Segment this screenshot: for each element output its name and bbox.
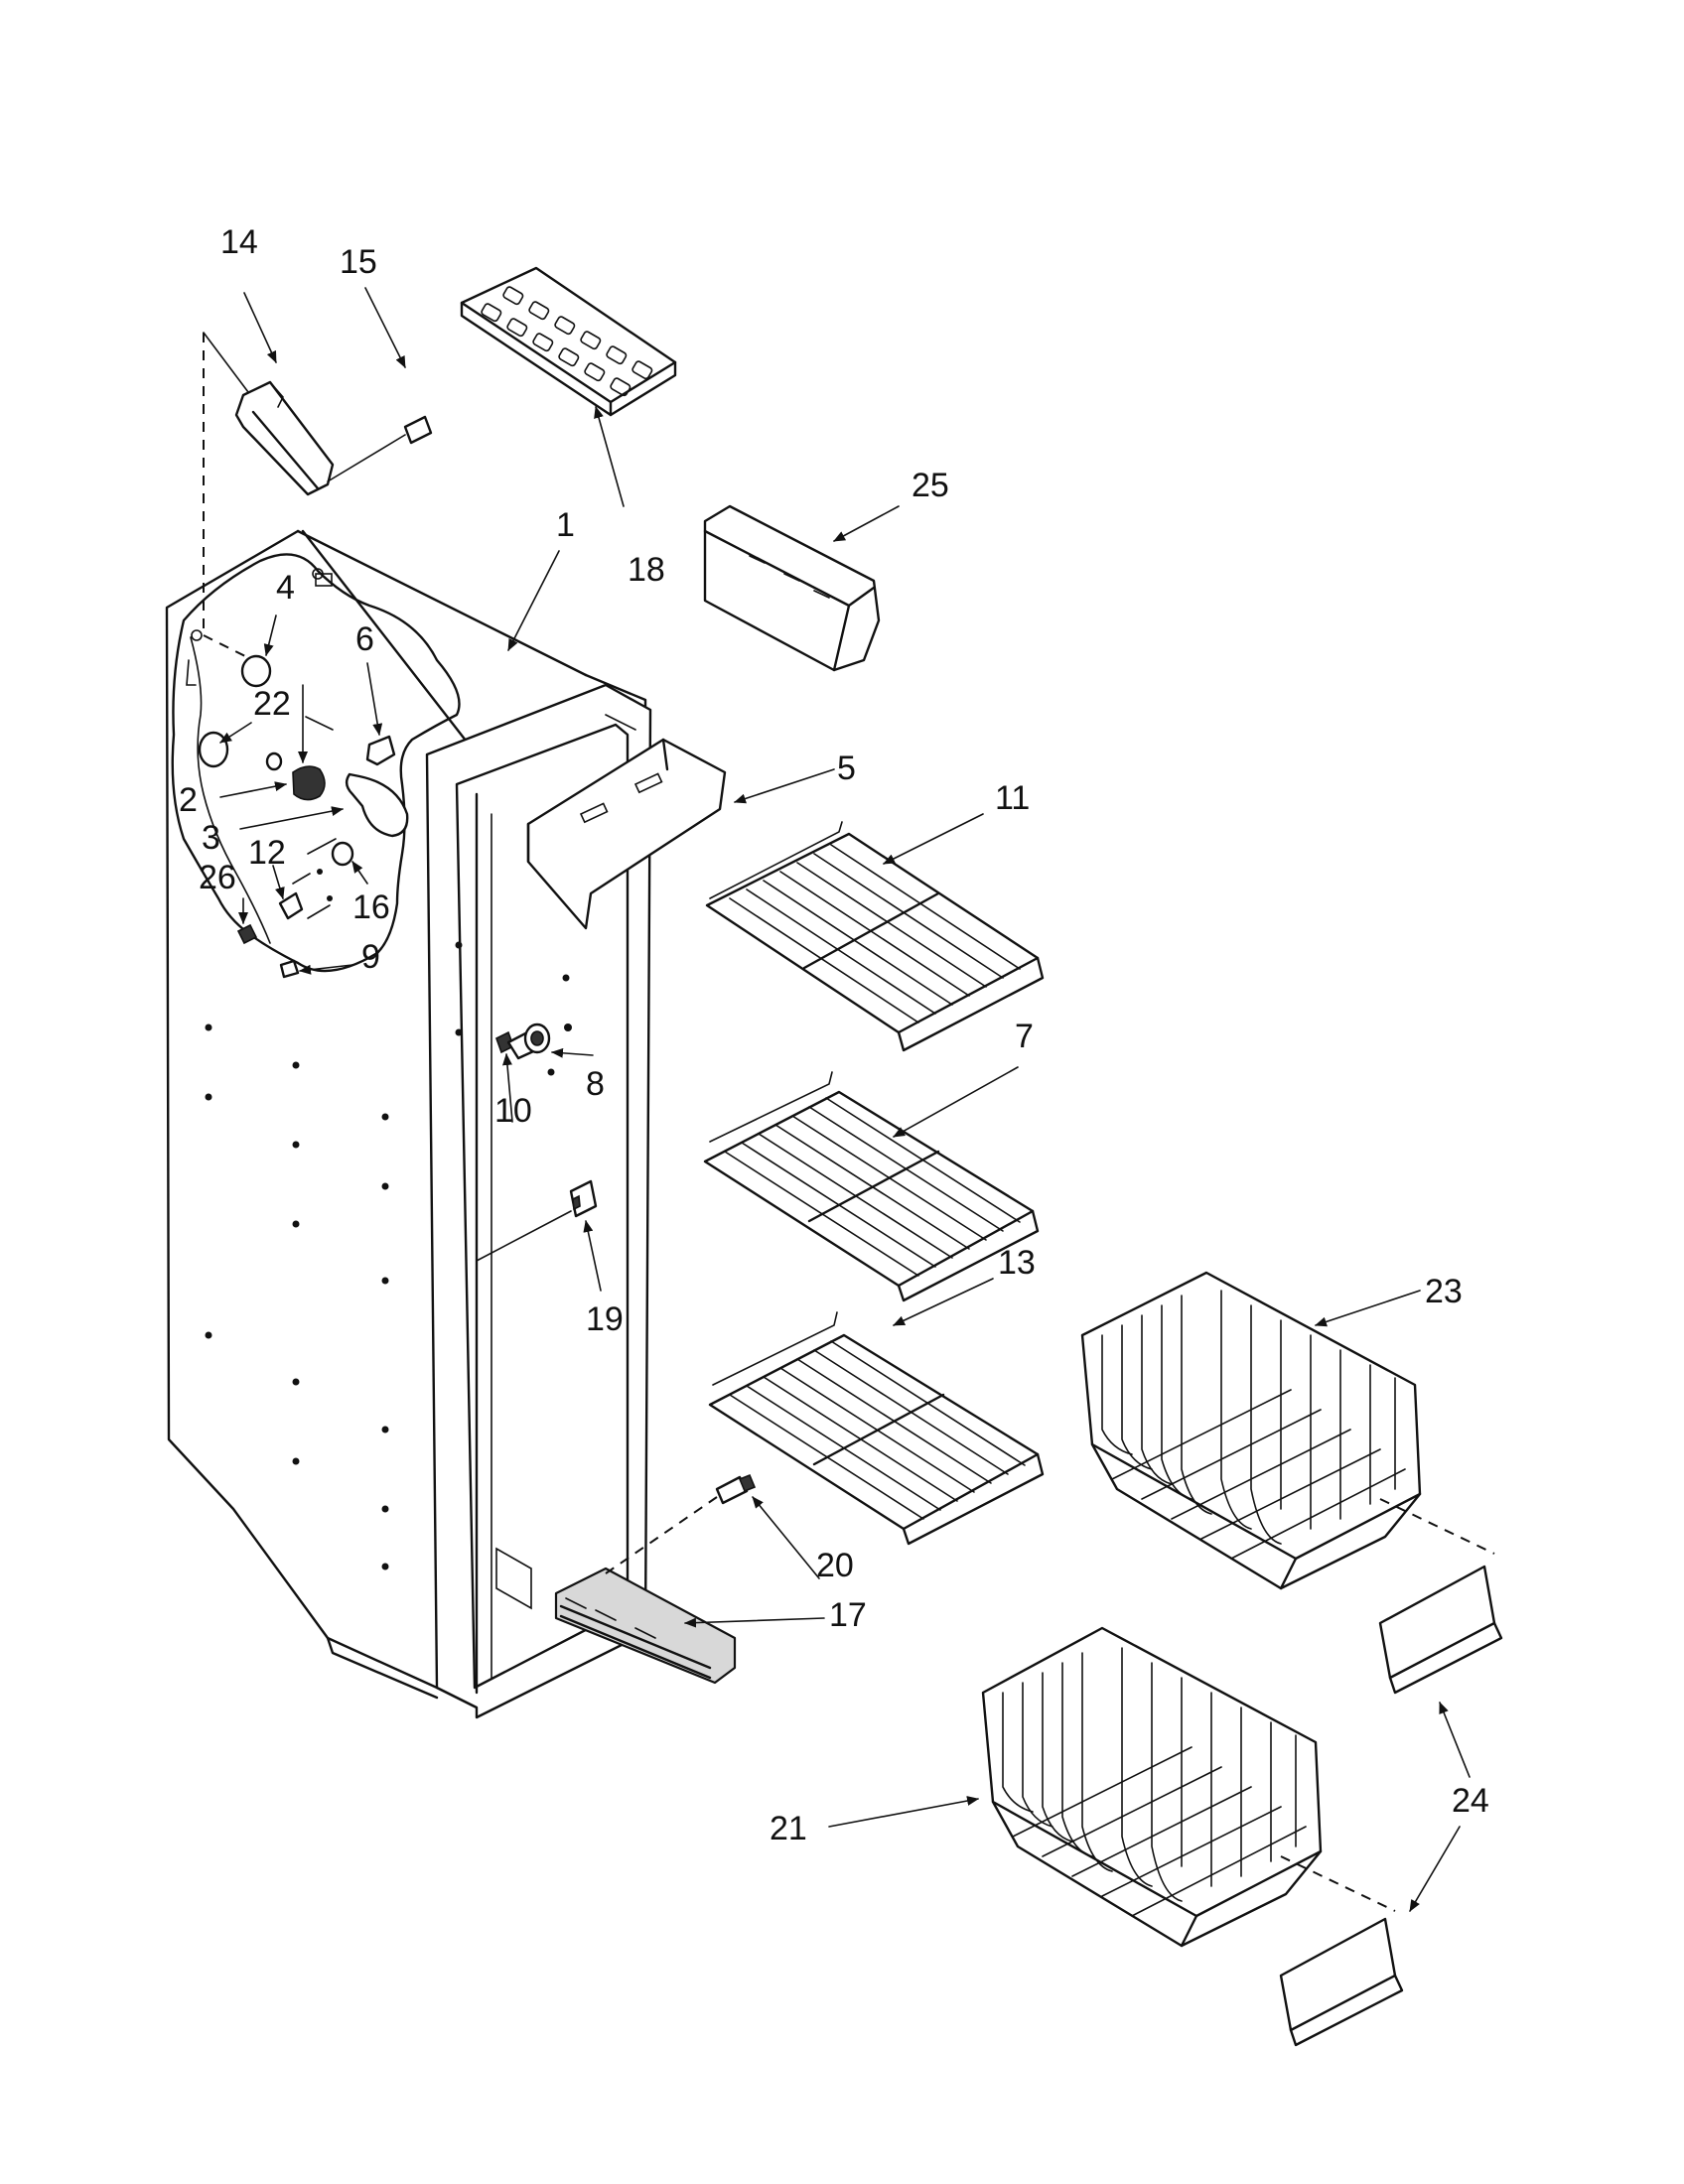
leader-arrows bbox=[219, 287, 1471, 1912]
basket-21-part bbox=[981, 1626, 1396, 1948]
callout-10: 10 bbox=[494, 1092, 532, 1130]
callout-23: 23 bbox=[1425, 1273, 1463, 1310]
callout-15: 15 bbox=[340, 243, 377, 281]
callout-22: 22 bbox=[253, 685, 291, 723]
callout-1: 1 bbox=[556, 506, 575, 544]
callout-21: 21 bbox=[770, 1810, 807, 1847]
shelf-7-part bbox=[703, 1071, 1040, 1302]
ice-bin-part bbox=[703, 504, 881, 672]
shelf-13-part bbox=[708, 1311, 1045, 1546]
callout-25: 25 bbox=[912, 467, 949, 504]
screw-part bbox=[605, 1473, 757, 1574]
callout-17: 17 bbox=[829, 1596, 867, 1634]
callout-4: 4 bbox=[276, 569, 295, 607]
light-housing-outline bbox=[171, 553, 461, 973]
bracket-part bbox=[554, 1567, 737, 1685]
callout-24: 24 bbox=[1452, 1782, 1489, 1820]
shelf-11-part bbox=[705, 821, 1045, 1052]
callout-16: 16 bbox=[352, 888, 390, 926]
callout-20: 20 bbox=[816, 1547, 854, 1584]
freezer-liner-part bbox=[165, 529, 652, 1719]
callout-18: 18 bbox=[628, 551, 665, 589]
callout-13: 13 bbox=[998, 1244, 1036, 1282]
bracket-14-part bbox=[203, 332, 335, 635]
screw-15-part bbox=[327, 415, 433, 482]
basket-23-part bbox=[1080, 1271, 1495, 1590]
callout-12: 12 bbox=[248, 834, 286, 872]
callout-14: 14 bbox=[220, 223, 258, 261]
damper-control-part bbox=[495, 1023, 572, 1060]
side-holes bbox=[205, 941, 570, 1570]
callout-6: 6 bbox=[355, 620, 374, 658]
ice-tray-part bbox=[460, 266, 677, 417]
callout-11: 11 bbox=[995, 779, 1030, 817]
callout-19: 19 bbox=[586, 1300, 624, 1338]
rail-24-lower-part bbox=[1279, 1917, 1404, 2047]
callout-3: 3 bbox=[202, 819, 220, 857]
callout-2: 2 bbox=[179, 781, 198, 819]
light-shield-part bbox=[526, 738, 727, 930]
callout-7: 7 bbox=[1015, 1018, 1034, 1055]
callout-9: 9 bbox=[361, 938, 380, 976]
rail-24-upper-part bbox=[1378, 1565, 1503, 1695]
callout-5: 5 bbox=[837, 750, 856, 787]
callout-labels: 14 15 18 25 1 4 6 22 2 3 12 26 16 9 5 11… bbox=[179, 223, 1489, 1847]
switch-part bbox=[476, 1179, 598, 1262]
callout-26: 26 bbox=[199, 859, 236, 896]
callout-8: 8 bbox=[586, 1065, 605, 1103]
